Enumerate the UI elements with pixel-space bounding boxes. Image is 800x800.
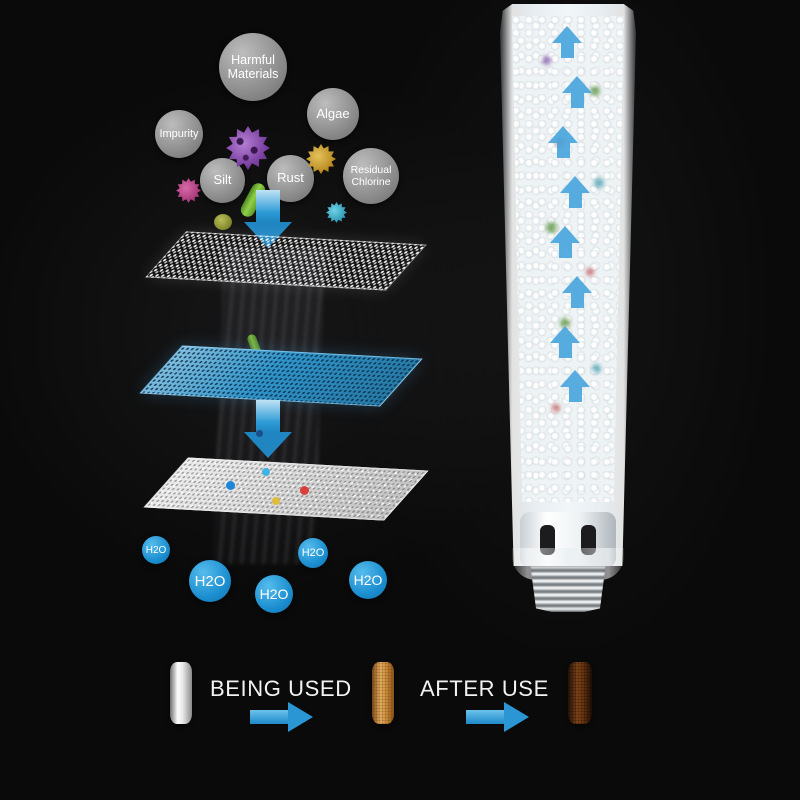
germ-teal-icon <box>326 202 347 223</box>
up-arrow-icon <box>552 26 582 58</box>
contaminant-label: Harmful Materials <box>227 52 279 81</box>
h2o-label: H2O <box>301 547 325 559</box>
impurity-speck <box>542 56 551 65</box>
up-arrow-icon <box>550 226 580 258</box>
right-arrow-icon <box>466 702 530 732</box>
arrow-stem <box>556 143 570 158</box>
filter-layer-mineral <box>143 457 429 521</box>
up-arrow-icon <box>560 176 590 208</box>
arrow-head <box>504 702 529 732</box>
filter-cartridge-new <box>170 662 192 724</box>
up-arrow-icon <box>548 126 578 158</box>
particle-dot <box>300 486 309 495</box>
arrow-stem <box>570 93 584 108</box>
microbe-blob-icon <box>214 214 232 230</box>
arrow-head <box>562 76 592 93</box>
cap-slot <box>540 525 555 555</box>
contaminant-label: Rust <box>277 170 304 186</box>
particle-dot <box>226 481 235 490</box>
arrow-stem <box>250 710 288 724</box>
impurity-speck <box>552 404 560 412</box>
filter-layer-blue-mesh <box>139 345 423 407</box>
h2o-label: H2O <box>353 572 383 588</box>
impurity-speck <box>592 364 601 373</box>
arrow-stem <box>568 193 582 208</box>
arrow-stem <box>558 343 572 358</box>
filter-cartridge-used <box>372 662 394 724</box>
contaminant-label: Residual Chlorine <box>350 163 392 188</box>
up-arrow-icon <box>560 370 590 402</box>
arrow-head <box>548 126 578 143</box>
arrow-stem <box>568 387 582 402</box>
particle-dot <box>272 497 280 505</box>
contaminant-label: Impurity <box>159 127 199 140</box>
h2o-label: H2O <box>145 544 167 556</box>
arrow-head <box>244 432 292 458</box>
legend-label-being-used: BEING USED <box>210 676 352 701</box>
up-arrow-icon <box>562 276 592 308</box>
arrow-head <box>560 176 590 193</box>
impurity-speck <box>594 178 604 188</box>
h2o-bubble: H2O <box>142 536 170 564</box>
cap-slot <box>581 525 596 555</box>
connector-thread <box>530 566 606 612</box>
germ-magenta-icon <box>176 178 201 203</box>
h2o-bubble: H2O <box>298 538 328 568</box>
arrow-stem <box>466 710 504 724</box>
down-arrow-icon <box>244 400 292 458</box>
contaminant-bubble-algae: Algae <box>307 88 359 140</box>
arrow-head <box>550 326 580 343</box>
particle-dot <box>256 430 263 437</box>
h2o-bubble: H2O <box>349 561 387 599</box>
particle-dot <box>262 468 270 476</box>
filter-layer-top-mesh <box>145 231 427 291</box>
arrow-stem <box>558 243 572 258</box>
arrow-head <box>560 370 590 387</box>
impurity-speck <box>590 86 600 96</box>
contaminant-bubble-residual-chlorine: Residual Chlorine <box>343 148 399 204</box>
up-arrow-icon <box>562 76 592 108</box>
legend-label-after-use: AFTER USE <box>420 676 549 701</box>
contaminant-label: Silt <box>213 172 232 188</box>
contaminant-bubble-harmful-materials: Harmful Materials <box>219 33 287 101</box>
arrow-head <box>550 226 580 243</box>
arrow-stem <box>570 293 584 308</box>
impurity-speck <box>560 318 570 328</box>
arrow-stem <box>560 43 574 58</box>
right-arrow-icon <box>250 702 314 732</box>
h2o-bubble: H2O <box>189 560 231 602</box>
shower-handle-photo <box>500 0 636 625</box>
shower-handle-body <box>500 4 636 566</box>
arrow-head <box>562 276 592 293</box>
h2o-label: H2O <box>194 572 226 590</box>
filter-cartridge-old <box>568 662 592 724</box>
filter-beads <box>512 16 624 502</box>
h2o-label: H2O <box>259 586 289 602</box>
up-arrow-icon <box>550 326 580 358</box>
arrow-head <box>288 702 313 732</box>
arrow-head <box>552 26 582 43</box>
contaminant-label: Algae <box>316 105 350 121</box>
arrow-stem <box>256 400 280 432</box>
h2o-bubble: H2O <box>255 575 293 613</box>
impurity-speck <box>586 268 594 276</box>
arrow-stem <box>256 190 280 222</box>
contaminant-bubble-impurity: Impurity <box>155 110 203 158</box>
